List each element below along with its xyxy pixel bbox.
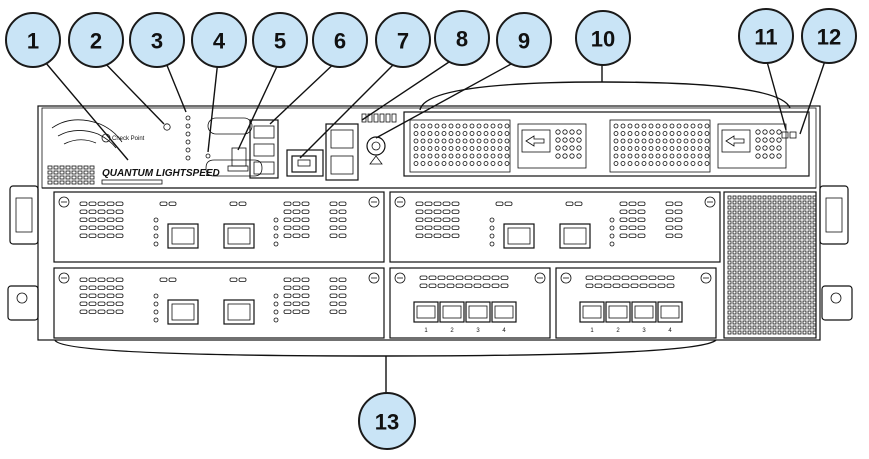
reset-button [205, 153, 211, 159]
left-upper-handle [9, 185, 39, 245]
callout-3: 3 [129, 12, 185, 68]
callout-2-label: 2 [90, 29, 102, 54]
sfp-port-number: 1 [590, 328, 594, 334]
sfp-port [465, 301, 491, 323]
led-1 [185, 115, 191, 121]
callout-10: 10 [575, 10, 631, 66]
right-lower-ear [821, 285, 853, 321]
psu-status-led-1 [781, 131, 789, 139]
callout-11-label: 11 [754, 25, 777, 50]
sfp-port [491, 301, 517, 323]
led-2 [185, 123, 191, 129]
callout-9-label: 9 [518, 29, 530, 54]
product-name: QUANTUM LIGHTSPEED [102, 168, 220, 179]
callout-11: 11 [738, 8, 794, 64]
sfp-port [579, 301, 605, 323]
status-leds [163, 115, 211, 161]
led-3 [185, 131, 191, 137]
psu-1 [409, 119, 587, 173]
led-5 [185, 147, 191, 153]
callout-8: 8 [434, 10, 490, 66]
usb-a-ports [249, 119, 279, 179]
led-6 [185, 155, 191, 161]
callout-12-label: 12 [817, 25, 841, 50]
leader-lines [39, 55, 827, 395]
mgmt-port [286, 149, 324, 177]
power-led [163, 123, 171, 131]
callout-6-label: 6 [334, 29, 346, 54]
sfp-port [657, 301, 683, 323]
network-module-top-right [389, 191, 721, 263]
usb-c-console-port [231, 147, 247, 167]
callout-6: 6 [312, 12, 368, 68]
callout-5: 5 [252, 12, 308, 68]
callout-4: 4 [191, 12, 247, 68]
usb-c-port [227, 165, 249, 172]
callout-8-label: 8 [456, 27, 468, 52]
callout-12: 12 [801, 8, 857, 64]
network-modules: 1 2 3 4 1 2 3 4 [53, 191, 721, 339]
sfp-port-number: 4 [668, 328, 672, 334]
callout-3-label: 3 [151, 29, 163, 54]
sfp-port [413, 301, 439, 323]
sfp-module-b: 1 2 3 4 [555, 267, 717, 339]
port-label-grid [361, 113, 397, 123]
usb-console-area [205, 117, 279, 179]
callout-2: 2 [68, 12, 124, 68]
psu-2 [609, 119, 797, 173]
fan-vent-grid [723, 191, 817, 339]
callout-13: 13 [358, 392, 416, 450]
network-module-bottom-left [53, 267, 385, 339]
sync-ports [325, 123, 359, 181]
console-port-outline [205, 159, 263, 177]
sfp-port-number: 2 [616, 328, 620, 334]
psu-bays [403, 111, 810, 177]
logo-text: Check Point [112, 136, 145, 142]
callout-7-label: 7 [397, 29, 409, 54]
callout-5-label: 5 [274, 29, 286, 54]
callout-7: 7 [375, 12, 431, 68]
callout-1: 1 [5, 12, 61, 68]
sfp-port-number: 3 [642, 328, 646, 334]
callout-1-label: 1 [27, 29, 39, 54]
sfp-port-number: 3 [476, 328, 480, 334]
callout-10-label: 10 [591, 27, 615, 52]
sfp-port [439, 301, 465, 323]
callout-4-label: 4 [213, 29, 226, 54]
sfp-port [605, 301, 631, 323]
network-module-top-left [53, 191, 385, 263]
sfp-port-number: 2 [450, 328, 454, 334]
chassis [7, 105, 853, 341]
left-vent-grid [47, 165, 95, 185]
callout-9: 9 [496, 12, 552, 68]
psu-status-led-2 [789, 131, 797, 139]
brand-area: Check Point QUANTUM LIGHTSPEED [47, 119, 220, 185]
ground-icon [369, 155, 383, 165]
sfp-port [631, 301, 657, 323]
right-upper-handle [819, 185, 849, 245]
callout-13-label: 13 [375, 410, 399, 435]
left-lower-ear [7, 285, 39, 321]
sfp-port-number: 1 [424, 328, 428, 334]
led-4 [185, 139, 191, 145]
ground-lug [366, 136, 386, 165]
sfp-module-a: 1 2 3 4 [389, 267, 551, 339]
sfp-port-number: 4 [502, 328, 506, 334]
